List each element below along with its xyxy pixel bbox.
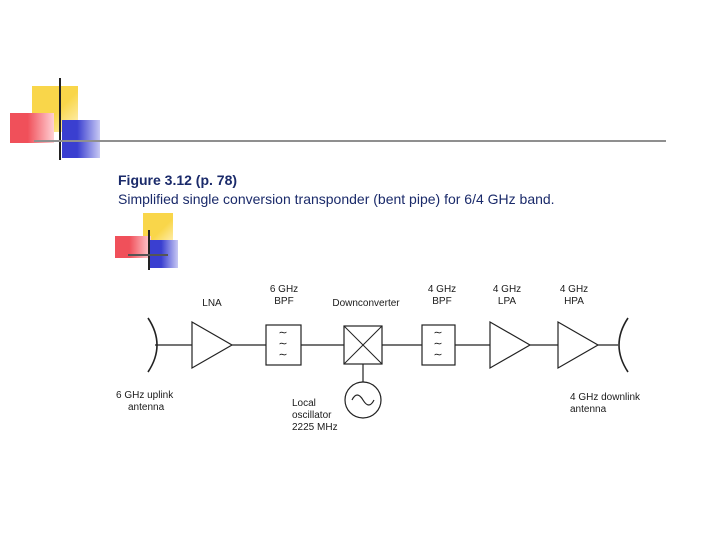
horizontal-rule <box>128 254 168 256</box>
lna-label: LNA <box>202 298 222 309</box>
bpf4-label-line1: 4 GHz <box>428 284 456 295</box>
bpf4-label-line2: BPF <box>432 296 451 307</box>
lna-amplifier-icon <box>191 320 234 370</box>
oscillator-label-line3: 2225 MHz <box>292 422 338 433</box>
vertical-rule <box>148 230 150 270</box>
uplink-antenna-label-line2: antenna <box>128 402 165 413</box>
lpa-amplifier-icon <box>489 320 532 370</box>
svg-text:∼: ∼ <box>433 349 442 361</box>
figure-caption: Simplified single conversion transponder… <box>118 191 555 207</box>
red-square <box>115 236 151 258</box>
downlink-antenna-label-line2: antenna <box>570 404 607 415</box>
svg-text:∼: ∼ <box>278 338 287 350</box>
hpa-label-line1: 4 GHz <box>560 284 588 295</box>
bpf-6ghz-icon: ∼ ∼ ∼ <box>265 324 302 366</box>
bpf-4ghz-icon: ∼ ∼ ∼ <box>421 324 456 366</box>
svg-text:∼: ∼ <box>278 327 287 339</box>
hpa-amplifier-icon <box>557 320 600 370</box>
downconverter-mixer-icon <box>343 325 383 365</box>
red-square <box>10 113 54 143</box>
horizontal-rule <box>34 140 666 142</box>
blue-square <box>62 120 100 158</box>
uplink-antenna-label-line1: 6 GHz uplink <box>116 390 174 401</box>
svg-text:∼: ∼ <box>278 349 287 361</box>
lpa-label-line2: LPA <box>498 296 516 307</box>
svg-text:∼: ∼ <box>433 338 442 350</box>
downlink-antenna-label-line1: 4 GHz downlink <box>570 392 641 403</box>
downconverter-label: Downconverter <box>332 298 400 309</box>
hpa-label-line2: HPA <box>564 296 584 307</box>
svg-text:∼: ∼ <box>433 327 442 339</box>
oscillator-label-line2: oscillator <box>292 410 332 421</box>
figure-title: Figure 3.12 (p. 78) <box>118 172 238 188</box>
bpf6-label-line2: BPF <box>274 296 293 307</box>
oscillator-label-line1: Local <box>292 398 316 409</box>
downlink-antenna-icon <box>618 317 629 373</box>
lpa-label-line1: 4 GHz <box>493 284 521 295</box>
uplink-antenna-icon <box>147 317 158 373</box>
vertical-rule <box>59 78 61 160</box>
bpf6-label-line1: 6 GHz <box>270 284 298 295</box>
local-oscillator-icon <box>344 381 382 419</box>
